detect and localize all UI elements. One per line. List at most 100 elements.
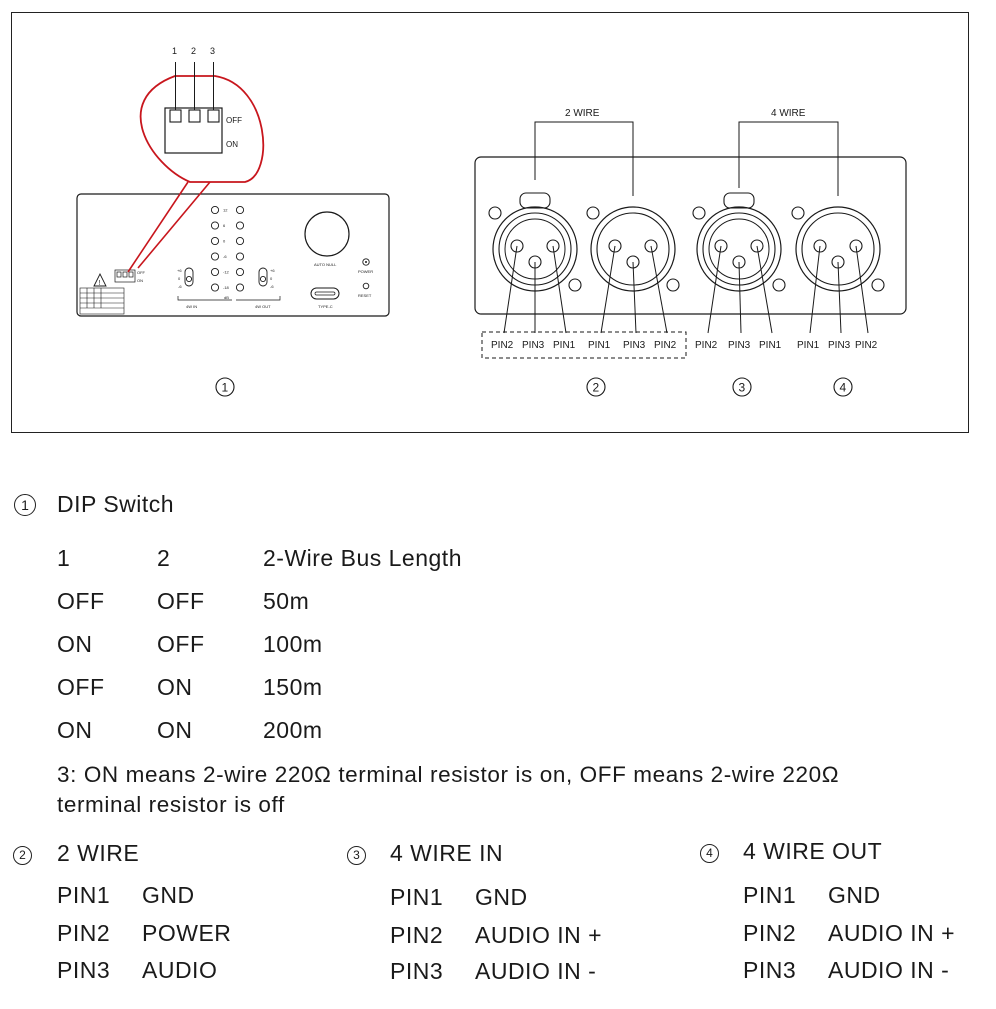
meter-led — [235, 221, 245, 230]
pin-lead — [503, 245, 518, 334]
panel-4w-out: 4W OUT — [255, 304, 271, 309]
wire2-pin3-func: AUDIO — [142, 957, 218, 983]
panel-db-label: dB — [224, 295, 229, 300]
mount-hole — [772, 278, 786, 292]
dip-row-1-sw2: OFF — [157, 588, 205, 614]
meter-led — [210, 283, 220, 292]
reset-button — [362, 282, 370, 290]
wire4out-pin1: PIN1 — [743, 882, 797, 908]
pin-lead — [600, 245, 616, 334]
dip-key-1 — [169, 109, 182, 123]
dip-row-4-len: 200m — [263, 717, 323, 743]
callout-number: 4 — [840, 381, 847, 395]
magnifier-pointer — [127, 181, 189, 273]
switch-out-0: 0 — [270, 276, 273, 281]
pin-label: PIN3 — [728, 340, 751, 351]
magnifier-outline — [139, 75, 265, 183]
switch-out-plus6: +6 — [270, 268, 275, 273]
wire4out-pin3: PIN3 — [743, 957, 797, 983]
pin-lead — [707, 245, 722, 334]
dip-row-1-sw1: OFF — [57, 588, 105, 614]
meter-led — [210, 221, 220, 230]
warning-icon — [93, 272, 107, 287]
switch-out-minus6: -6 — [270, 284, 274, 289]
dip-row-3-sw1: OFF — [57, 674, 105, 700]
callout-1-legend: 1 — [14, 494, 36, 516]
meter-db-label: 12 — [223, 208, 228, 213]
dip-row-4-sw2: ON — [157, 717, 193, 743]
wire4in-pin2-func: AUDIO IN + — [475, 922, 603, 948]
panel-dip-off: OFF — [137, 270, 146, 275]
dip-row-4-sw1: ON — [57, 717, 93, 743]
wire2-pin3: PIN3 — [57, 957, 111, 983]
callout-3-legend: 3 — [347, 846, 366, 865]
wire4in-pin1: PIN1 — [390, 884, 444, 910]
dip-key-3 — [207, 109, 220, 123]
wire2-pin2: PIN2 — [57, 920, 111, 946]
xlr-pin — [750, 239, 764, 253]
wire4in-pin2: PIN2 — [390, 922, 444, 948]
pin-label: PIN3 — [828, 340, 851, 351]
xlr-outer-ring — [795, 206, 881, 292]
xlr-4wire-out — [791, 206, 885, 292]
meter-db-label: 6 — [223, 223, 226, 228]
wire4out-pin1-func: GND — [828, 882, 881, 908]
panel-dip-switch — [114, 269, 136, 283]
meter-led — [210, 267, 220, 277]
callout-circle — [215, 377, 235, 397]
meter-led — [235, 236, 245, 246]
dip-header-2: 2 — [157, 545, 171, 571]
dip-note-line-2: terminal resistor is off — [57, 792, 285, 817]
callout-4-legend: 4 — [700, 844, 719, 863]
xlr-pin — [546, 239, 560, 253]
label-4-wire: 4 WIRE — [771, 108, 806, 119]
pin-label: PIN1 — [797, 340, 820, 351]
dip-switch-body — [164, 107, 223, 154]
callout-number: 2 — [593, 381, 600, 395]
dip-row-2-sw2: OFF — [157, 631, 205, 657]
xlr-outer-ring — [590, 206, 676, 292]
meter-led — [235, 205, 245, 215]
mount-hole — [791, 206, 805, 220]
meter-led — [210, 236, 220, 246]
mount-hole — [586, 206, 600, 220]
wire4in-pin3-func: AUDIO IN - — [475, 958, 597, 984]
mount-hole — [871, 278, 885, 292]
pin-lead — [756, 245, 773, 334]
callout-number: 1 — [222, 381, 229, 395]
panel-4w-in: 4W IN — [186, 304, 197, 309]
panel-auto-null: AUTO NULL — [314, 262, 337, 267]
pin-lead — [837, 261, 842, 334]
meter-led — [235, 252, 245, 261]
pin-label: PIN2 — [491, 340, 514, 351]
xlr-pin — [849, 239, 863, 253]
dip-row-2-sw1: ON — [57, 631, 93, 657]
auto-null-knob — [304, 211, 350, 257]
panel-type-c: TYPE-C — [318, 304, 333, 309]
wire4out-pin2-func: AUDIO IN + — [828, 920, 956, 946]
dip-key-2 — [188, 109, 201, 123]
meter-db-label: -12 — [223, 270, 230, 275]
panel-power: POWER — [358, 269, 373, 274]
panel-reset: RESET — [358, 293, 372, 298]
dip-off-label: OFF — [226, 116, 242, 125]
meter-db-label: -18 — [223, 285, 230, 290]
pin-label: PIN2 — [654, 340, 677, 351]
switch-in-plus6: +6 — [177, 268, 182, 273]
mount-hole — [666, 278, 680, 292]
callout-circle — [833, 377, 853, 397]
latch-tab — [723, 192, 755, 209]
switch-in-minus6: -6 — [178, 284, 182, 289]
callout-circle — [586, 377, 606, 397]
dip-number-3: 3 — [210, 46, 215, 56]
xlr-pin — [644, 239, 658, 253]
xlr-inner-ring — [596, 212, 670, 286]
dip-note-line-1: 3: ON means 2-wire 220Ω terminal resisto… — [57, 762, 840, 787]
wire4out-title: 4 WIRE OUT — [743, 838, 883, 864]
dip-header-length: 2-Wire Bus Length — [263, 545, 462, 571]
xlr-pin — [608, 239, 622, 253]
pin-lead — [855, 245, 869, 334]
meter-db-label: 0 — [223, 239, 226, 244]
